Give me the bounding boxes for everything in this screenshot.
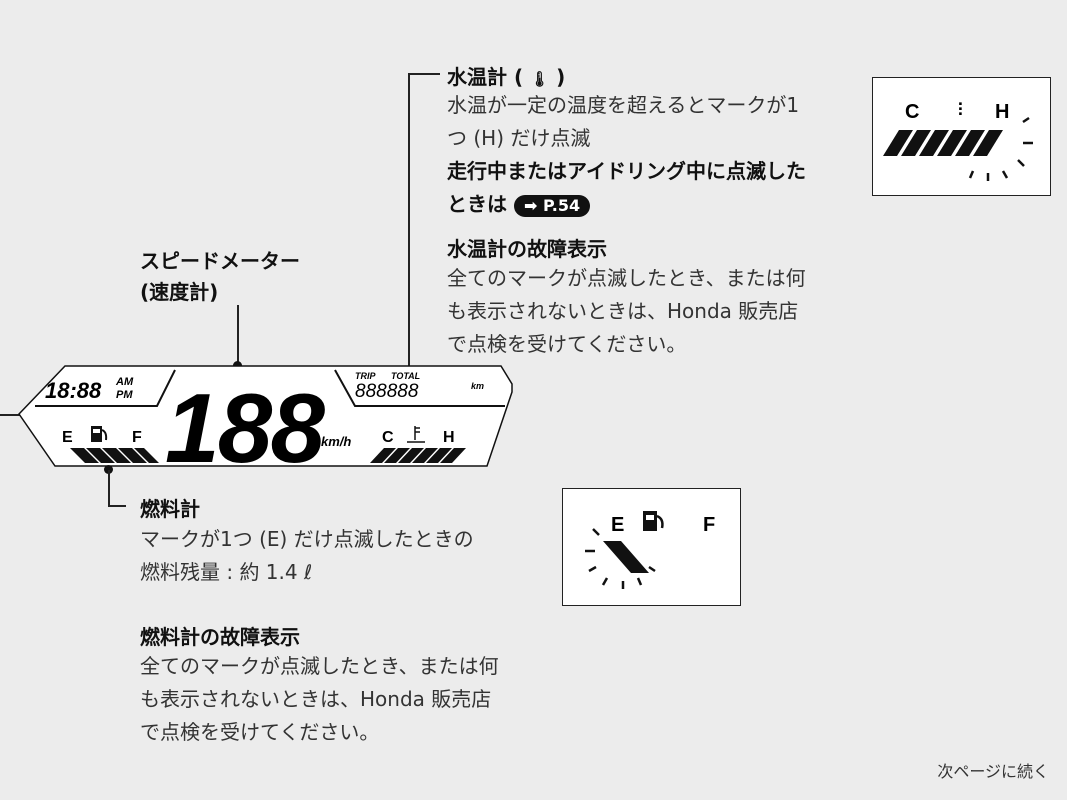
blink-rays: [585, 528, 656, 589]
page-ref-link[interactable]: ➡ P.54: [513, 194, 591, 217]
lcd-odo-unit: km: [471, 381, 484, 391]
leader-line: [237, 305, 239, 365]
lcd-trip: TRIP: [355, 371, 376, 381]
continued-note: 次ページに続く: [937, 762, 1049, 781]
water-temp-heading-close: ): [556, 65, 566, 89]
water-temp-warning: ときは ➡ P.54: [447, 188, 806, 221]
fuel-fault-desc: で点検を受けてください。: [140, 720, 380, 744]
water-temp-warning-text: ときは: [447, 192, 507, 216]
water-temp-heading-text: 水温計 (: [447, 65, 524, 89]
coolant-temp-icon: ⫶: [958, 100, 963, 120]
water-temp-blink-illustration: C ⫶ H: [872, 77, 1051, 196]
lcd-pm: PM: [116, 389, 133, 401]
leader-line: [408, 73, 440, 75]
blink-rays: [968, 116, 1033, 181]
coolant-temp-icon: [407, 426, 425, 443]
lcd-fuel-f: F: [132, 429, 142, 446]
fuel-pump-icon: [91, 426, 108, 442]
fuel-fault-desc: 全てのマークが点滅したとき、または何: [140, 654, 499, 678]
water-temp-warning: 走行中またはアイドリング中に点滅した: [447, 159, 806, 183]
arrow-right-icon: ➡: [523, 195, 538, 215]
leader-line: [108, 505, 126, 507]
temp-bars: [370, 448, 466, 463]
speedometer-sublabel: (速度計): [140, 280, 219, 304]
lcd-temp-c: C: [382, 429, 394, 446]
lcd-speed-unit: km/h: [321, 434, 351, 449]
fuel-e-mark: E: [611, 514, 624, 536]
lcd-total: TOTAL: [391, 371, 420, 381]
leader-line: [108, 470, 110, 506]
speedometer-label: スピードメーター: [140, 249, 300, 273]
fuel-fault-heading: 燃料計の故障表示: [140, 625, 300, 649]
fuel-gauge-blink-figure: E F: [585, 511, 715, 589]
fuel-f-mark: F: [703, 514, 715, 536]
temp-c-mark: C: [905, 101, 919, 123]
lcd-am: AM: [115, 376, 134, 388]
fuel-fault-desc: も表示されないときは、Honda 販売店: [140, 687, 492, 711]
water-temp-fault-heading: 水温計の故障表示: [447, 237, 607, 261]
water-temp-heading: 水温計 ( 🌡 ): [447, 61, 565, 90]
leader-line: [0, 414, 20, 416]
fuel-bar: [603, 541, 649, 573]
coolant-temp-icon: 🌡: [530, 70, 550, 88]
fuel-heading: 燃料計: [140, 497, 200, 521]
lcd-temp-h: H: [443, 429, 455, 446]
lcd-odometer: 888888: [355, 381, 419, 402]
leader-dot: [104, 465, 113, 474]
lcd-fuel-e: E: [62, 429, 73, 446]
lcd-clock: 18:88: [45, 378, 102, 403]
water-temp-fault-desc: も表示されないときは、Honda 販売店: [447, 299, 799, 323]
fuel-pump-icon: [643, 511, 664, 531]
page-ref-label: P.54: [542, 195, 581, 215]
water-temp-desc: つ (H) だけ点滅: [447, 126, 591, 150]
fuel-bars: [70, 448, 159, 463]
temp-h-mark: H: [995, 101, 1009, 123]
temp-bars: [883, 130, 1003, 156]
lcd-speed: 188: [165, 373, 325, 474]
fuel-desc: 燃料残量 : 約 1.4 ℓ: [140, 560, 313, 584]
water-temp-desc: 水温が一定の温度を超えるとマークが1: [447, 93, 800, 117]
temp-gauge-blink-figure: C ⫶ H: [883, 100, 1033, 181]
water-temp-fault-desc: で点検を受けてください。: [447, 332, 687, 356]
water-temp-fault-desc: 全てのマークが点滅したとき、または何: [447, 266, 806, 290]
lcd-outline: [18, 365, 513, 467]
fuel-blink-illustration: E F: [562, 488, 741, 606]
lcd-display: 18:88 AM PM 188 km/h TRIP TOTAL 888888 k…: [18, 365, 513, 474]
leader-line: [408, 73, 410, 425]
fuel-desc: マークが1つ (E) だけ点滅したときの: [140, 527, 474, 551]
